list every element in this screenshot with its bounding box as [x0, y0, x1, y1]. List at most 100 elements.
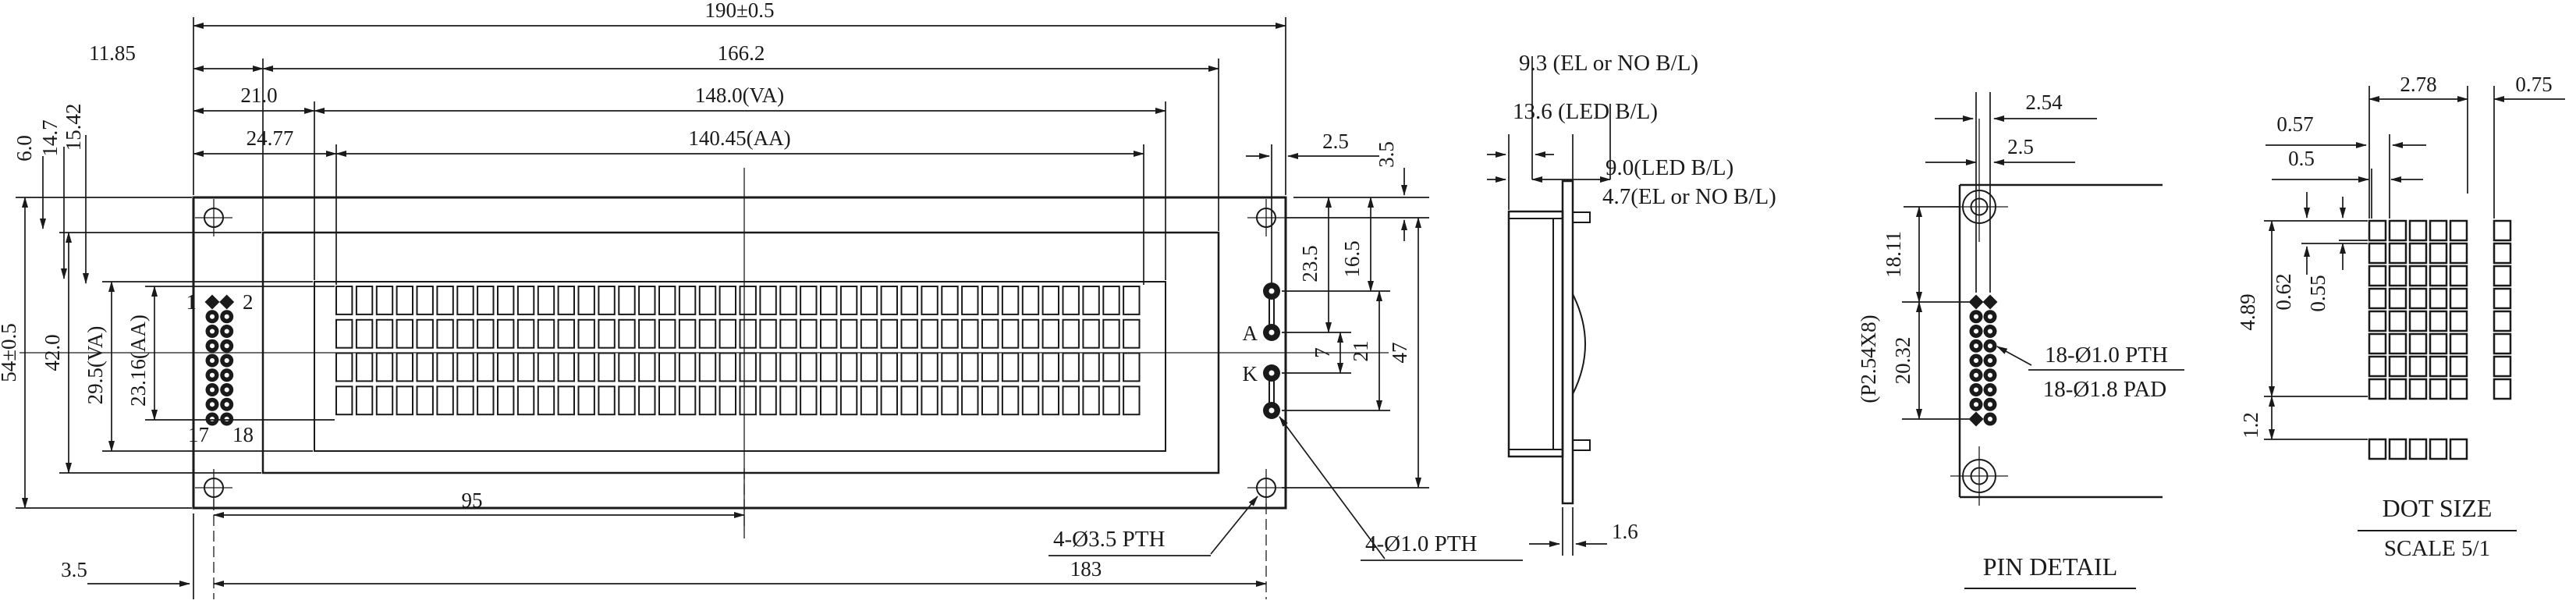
- char-cell: [516, 385, 535, 416]
- side-view: 9.3 (EL or NO B/L) 13.6 (LED B/L) 9.0(LE…: [1487, 51, 1776, 556]
- pin-detail-callout: 18-Ø1.0 PTH 18-Ø1.8 PAD: [1996, 343, 2184, 402]
- char-cell: [1041, 318, 1059, 349]
- side-pcb-outline: [1561, 179, 1574, 505]
- char-cell: [961, 318, 979, 349]
- mounting-hole-bottom-right: [1247, 469, 1285, 506]
- dot-size-view: 2.78 0.75 0.57 0.5 0.62 0.55 4.89 1.2 DO…: [2236, 73, 2565, 561]
- dot-gap-column: [2493, 378, 2512, 400]
- char-cell: [638, 352, 656, 382]
- dim-height-el: 4.7(EL or NO B/L): [1602, 184, 1776, 209]
- char-cell: [800, 352, 818, 382]
- character-matrix: [335, 286, 1141, 416]
- char-cell: [678, 286, 697, 315]
- dim-hole-to-center: 95: [462, 489, 483, 512]
- char-cell: [1082, 318, 1100, 349]
- pin-pad-hole: [209, 372, 215, 378]
- dim-dot-pitch-x: 0.57: [2276, 112, 2313, 136]
- dim-hole-to-pin1: 18.11: [1882, 231, 1905, 278]
- dot: [2408, 378, 2428, 400]
- pin-pad-hole: [1973, 402, 1979, 407]
- pin-pad-square: [1982, 294, 1998, 310]
- pin-pad-hole: [1973, 372, 1979, 378]
- char-cell: [800, 286, 818, 315]
- char-cell: [618, 318, 636, 349]
- side-tab-bottom: [1572, 439, 1591, 451]
- char-cell: [396, 385, 414, 416]
- dot: [2368, 378, 2387, 400]
- char-cell: [1123, 286, 1141, 315]
- char-cell: [598, 286, 616, 315]
- dim-edge-to-bezel: 11.85: [89, 41, 136, 65]
- dot-cursor-row: [2388, 438, 2407, 460]
- dot: [2388, 242, 2407, 265]
- char-cell: [436, 286, 454, 315]
- char-cell: [1102, 352, 1120, 382]
- char-cell: [658, 385, 676, 416]
- char-cell: [698, 385, 717, 416]
- dim-hole-span-h: 183: [1070, 557, 1102, 581]
- char-cell: [497, 352, 515, 382]
- pin-detail-dimensions: [1902, 92, 2097, 420]
- pin-pad-hole: [224, 372, 229, 378]
- char-cell: [1062, 286, 1080, 315]
- char-cell: [1062, 318, 1080, 349]
- char-cell: [456, 385, 474, 416]
- dot: [2408, 219, 2428, 242]
- char-cell: [779, 318, 797, 349]
- char-cell: [779, 352, 797, 382]
- pin-pad-hole: [1973, 357, 1979, 364]
- dim-char-width: 2.78: [2400, 73, 2436, 96]
- char-cell: [557, 286, 575, 315]
- char-cell: [1021, 385, 1040, 416]
- dot: [2449, 265, 2468, 287]
- pin-pad-hole: [224, 343, 229, 349]
- char-cell: [598, 385, 616, 416]
- side-lens-bulge: [1572, 293, 1586, 395]
- dot-gap-column: [2493, 310, 2512, 332]
- dim-aa-offset: 15.42: [62, 104, 85, 151]
- char-cell: [1041, 286, 1059, 315]
- dim-char-height: 4.89: [2236, 293, 2259, 330]
- char-cell: [396, 318, 414, 349]
- dim-va-width: 148.0(VA): [695, 83, 784, 107]
- dot-gap-column: [2493, 332, 2512, 355]
- char-cell: [1021, 352, 1040, 382]
- pin-pad-hole: [1987, 314, 1993, 319]
- dot: [2429, 242, 2448, 265]
- char-cell: [941, 286, 959, 315]
- pin-pad-hole: [1987, 372, 1993, 378]
- char-cell: [941, 318, 959, 349]
- backlight-hole-callout: 4-Ø1.0 PTH: [1279, 416, 1523, 561]
- pin-pad-square: [204, 294, 220, 310]
- dot: [2408, 355, 2428, 378]
- char-cell: [577, 286, 595, 315]
- char-cell: [396, 352, 414, 382]
- char-cell: [1001, 286, 1020, 315]
- dim-pad-to-edge: 2.5: [1322, 130, 1349, 153]
- char-cell: [396, 286, 414, 315]
- dot: [2388, 287, 2407, 310]
- top-left-offset-dimensions: [40, 135, 89, 284]
- char-cell: [981, 352, 999, 382]
- char-cell: [1102, 385, 1120, 416]
- dot-gap-column: [2493, 242, 2512, 265]
- detail-hole-top: [1950, 119, 2008, 242]
- dim-pin-pitch: 2.54: [2025, 91, 2063, 114]
- dot: [2408, 310, 2428, 332]
- dim-dot-pitch-y: 0.62: [2272, 273, 2295, 310]
- dot: [2449, 219, 2468, 242]
- char-cell: [1082, 352, 1100, 382]
- dim-pin-span: 20.32: [1891, 337, 1914, 385]
- char-cell: [820, 352, 838, 382]
- char-cell: [739, 318, 757, 349]
- dot: [2388, 332, 2407, 355]
- dot: [2449, 287, 2468, 310]
- char-cell: [820, 385, 838, 416]
- dot: [2449, 310, 2468, 332]
- pin1-label: 1: [186, 290, 197, 314]
- char-cell: [860, 385, 878, 416]
- dot-dimension-lines: [2264, 86, 2565, 440]
- char-cell: [497, 318, 515, 349]
- char-cell: [375, 286, 394, 315]
- dot-gap-column: [2493, 219, 2512, 242]
